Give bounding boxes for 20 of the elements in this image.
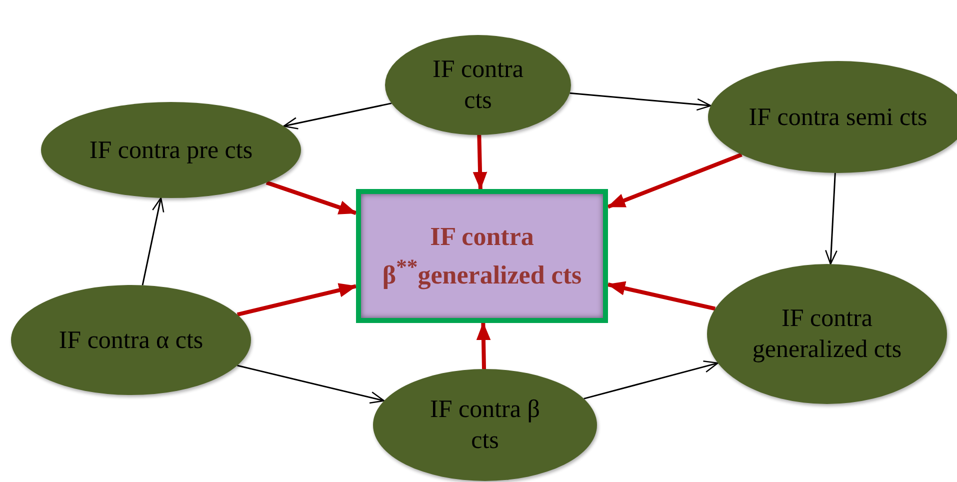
arrow: [283, 102, 392, 130]
arrow: [476, 322, 491, 370]
arrow: [472, 134, 488, 190]
node-label: IF contra cts: [432, 55, 524, 116]
node-label: IF contra α cts: [58, 326, 204, 356]
arrow: [607, 152, 742, 209]
arrow: [266, 180, 357, 215]
arrow: [236, 283, 357, 316]
arrow: [237, 364, 385, 404]
arrow: [584, 360, 718, 400]
node-label: IF contra β$^{**}$generalized cts: [381, 221, 583, 291]
node-label: IF contra β cts: [429, 395, 541, 456]
process-box: [356, 189, 608, 323]
arrow: [825, 172, 838, 265]
arrow: [607, 281, 716, 311]
node-label: IF contra semi cts: [748, 102, 928, 132]
arrow: [142, 197, 164, 286]
arrow: [570, 92, 712, 111]
node-label: IF contra generalized cts: [751, 304, 903, 365]
node-label: IF contra pre cts: [88, 136, 254, 166]
